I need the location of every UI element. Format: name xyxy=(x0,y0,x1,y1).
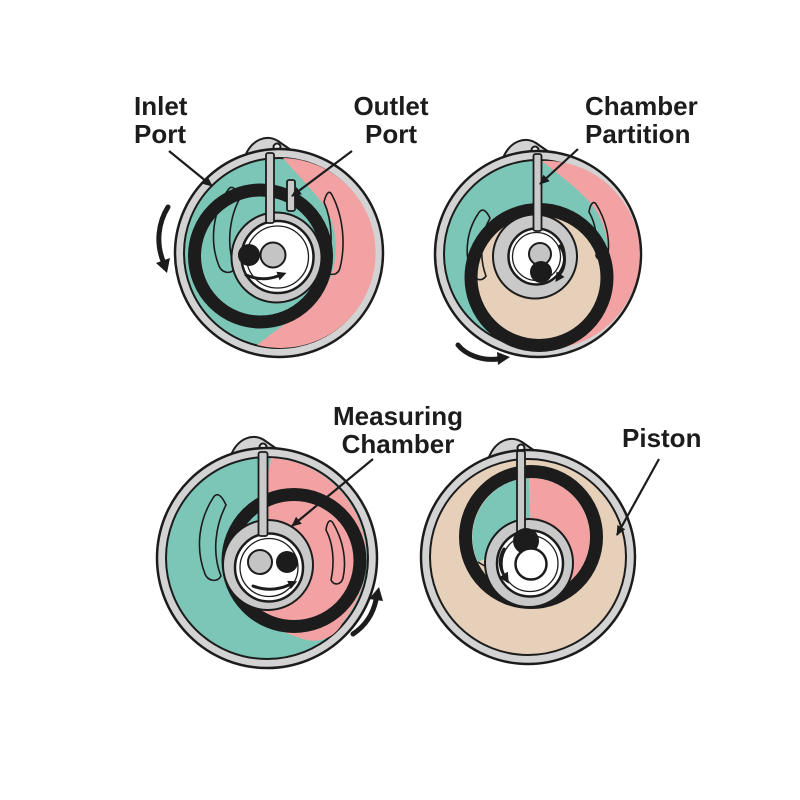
flow-meter-stage-3 xyxy=(155,436,383,670)
flow-meter-stage-2 xyxy=(433,139,643,365)
rotation-arrow-icon xyxy=(156,204,171,273)
center-pin xyxy=(259,241,287,269)
outlet-port-label-line2: Port xyxy=(365,119,417,149)
outlet-port-slot xyxy=(286,179,296,212)
hub-inner-line xyxy=(239,537,299,598)
outlet-chamber-fluid xyxy=(257,158,376,348)
center-pin xyxy=(247,549,273,575)
chamber-partition-label: Chamber Partition xyxy=(585,92,698,148)
piston-ring xyxy=(188,183,333,329)
inlet-port-label-line1: Inlet xyxy=(134,91,188,121)
inlet-port-label: Inlet Port xyxy=(134,92,187,148)
inlet-port-label-line2: Port xyxy=(134,119,186,149)
piston-motion-arrow-icon xyxy=(498,547,509,584)
piston-label-line1: Piston xyxy=(622,423,702,453)
chamber-partition-slot xyxy=(257,451,269,537)
outlet-port-label: Outlet Port xyxy=(338,92,444,148)
piston-label: Piston xyxy=(622,424,701,452)
flow-meter-stage-1 xyxy=(156,137,385,359)
chamber-partition-slot xyxy=(516,450,526,534)
outlet-port-label-line1: Outlet xyxy=(353,91,429,121)
center-pin xyxy=(514,547,548,581)
chamber-partition-slot xyxy=(532,153,543,232)
piston-pin xyxy=(530,261,552,283)
inlet-port-slot xyxy=(265,152,275,224)
chamber-partition-label-line2: Partition xyxy=(585,119,691,149)
piston-pin xyxy=(276,551,298,573)
flow-meter-stage-4 xyxy=(419,438,637,666)
measuring-chamber-label: Measuring Chamber xyxy=(318,402,478,458)
rotation-arrow-icon xyxy=(350,587,383,637)
piston-motion-arrow-icon xyxy=(555,244,566,282)
measuring-chamber-label-line2: Chamber xyxy=(341,429,455,459)
chamber-wall-left xyxy=(198,493,227,582)
piston-pin xyxy=(238,244,260,266)
piston-motion-arrow-icon xyxy=(251,580,298,591)
chamber-wall-right xyxy=(588,201,610,261)
rotation-arrow-icon xyxy=(455,342,510,365)
chamber-partition-label-line1: Chamber xyxy=(585,91,698,121)
outlet-chamber-fluid xyxy=(529,477,590,581)
chamber-wall-left xyxy=(466,209,491,281)
piston-motion-arrow-icon xyxy=(244,271,287,281)
measuring-chamber-label-line1: Measuring xyxy=(332,401,464,431)
